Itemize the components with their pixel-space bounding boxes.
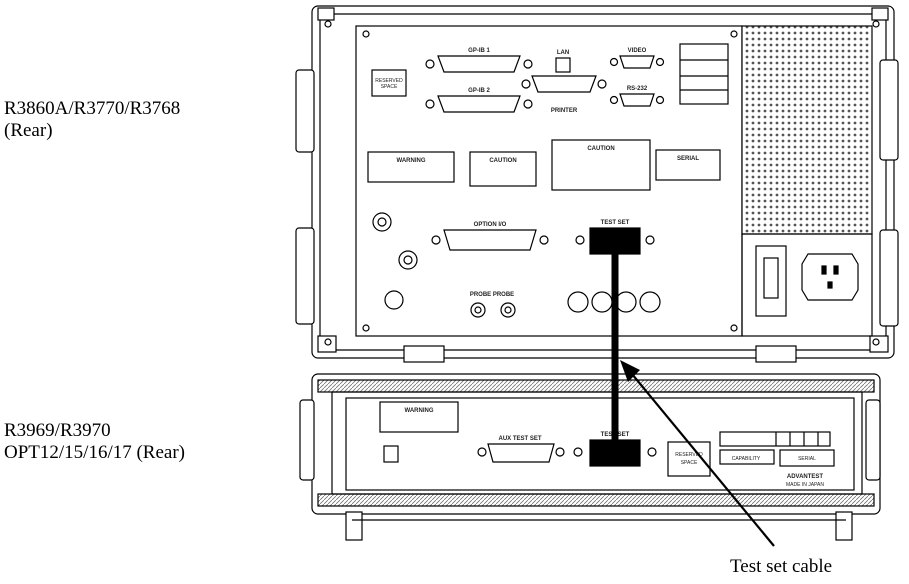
svg-text:PROBE PROBE: PROBE PROBE [470, 292, 514, 298]
top-instrument: RESERVED SPACE [296, 6, 898, 362]
svg-text:RS-232: RS-232 [627, 86, 648, 92]
svg-text:SPACE: SPACE [681, 460, 698, 466]
svg-text:LAN: LAN [557, 50, 569, 56]
svg-text:WARNING: WARNING [397, 158, 426, 164]
svg-text:TEST SET: TEST SET [601, 220, 630, 226]
svg-text:CAUTION: CAUTION [587, 146, 614, 152]
svg-text:AUX TEST SET: AUX TEST SET [498, 436, 541, 442]
svg-text:MADE IN JAPAN: MADE IN JAPAN [786, 482, 824, 488]
svg-text:VIDEO: VIDEO [628, 48, 647, 54]
svg-text:CAPABILITY: CAPABILITY [732, 456, 761, 462]
bottom-instrument [300, 374, 880, 540]
svg-text:SERIAL: SERIAL [677, 156, 699, 162]
svg-text:OPTION I/O: OPTION I/O [474, 222, 507, 228]
svg-text:WARNING: WARNING [405, 408, 434, 414]
svg-text:SERIAL: SERIAL [798, 456, 816, 462]
svg-text:PRINTER: PRINTER [551, 108, 578, 114]
svg-text:ADVANTEST: ADVANTEST [787, 474, 824, 480]
svg-text:GP-IB 1: GP-IB 1 [468, 48, 490, 54]
svg-text:CAUTION: CAUTION [489, 158, 516, 164]
svg-text:GP-IB 2: GP-IB 2 [468, 88, 490, 94]
svg-text:SPACE: SPACE [381, 84, 398, 90]
